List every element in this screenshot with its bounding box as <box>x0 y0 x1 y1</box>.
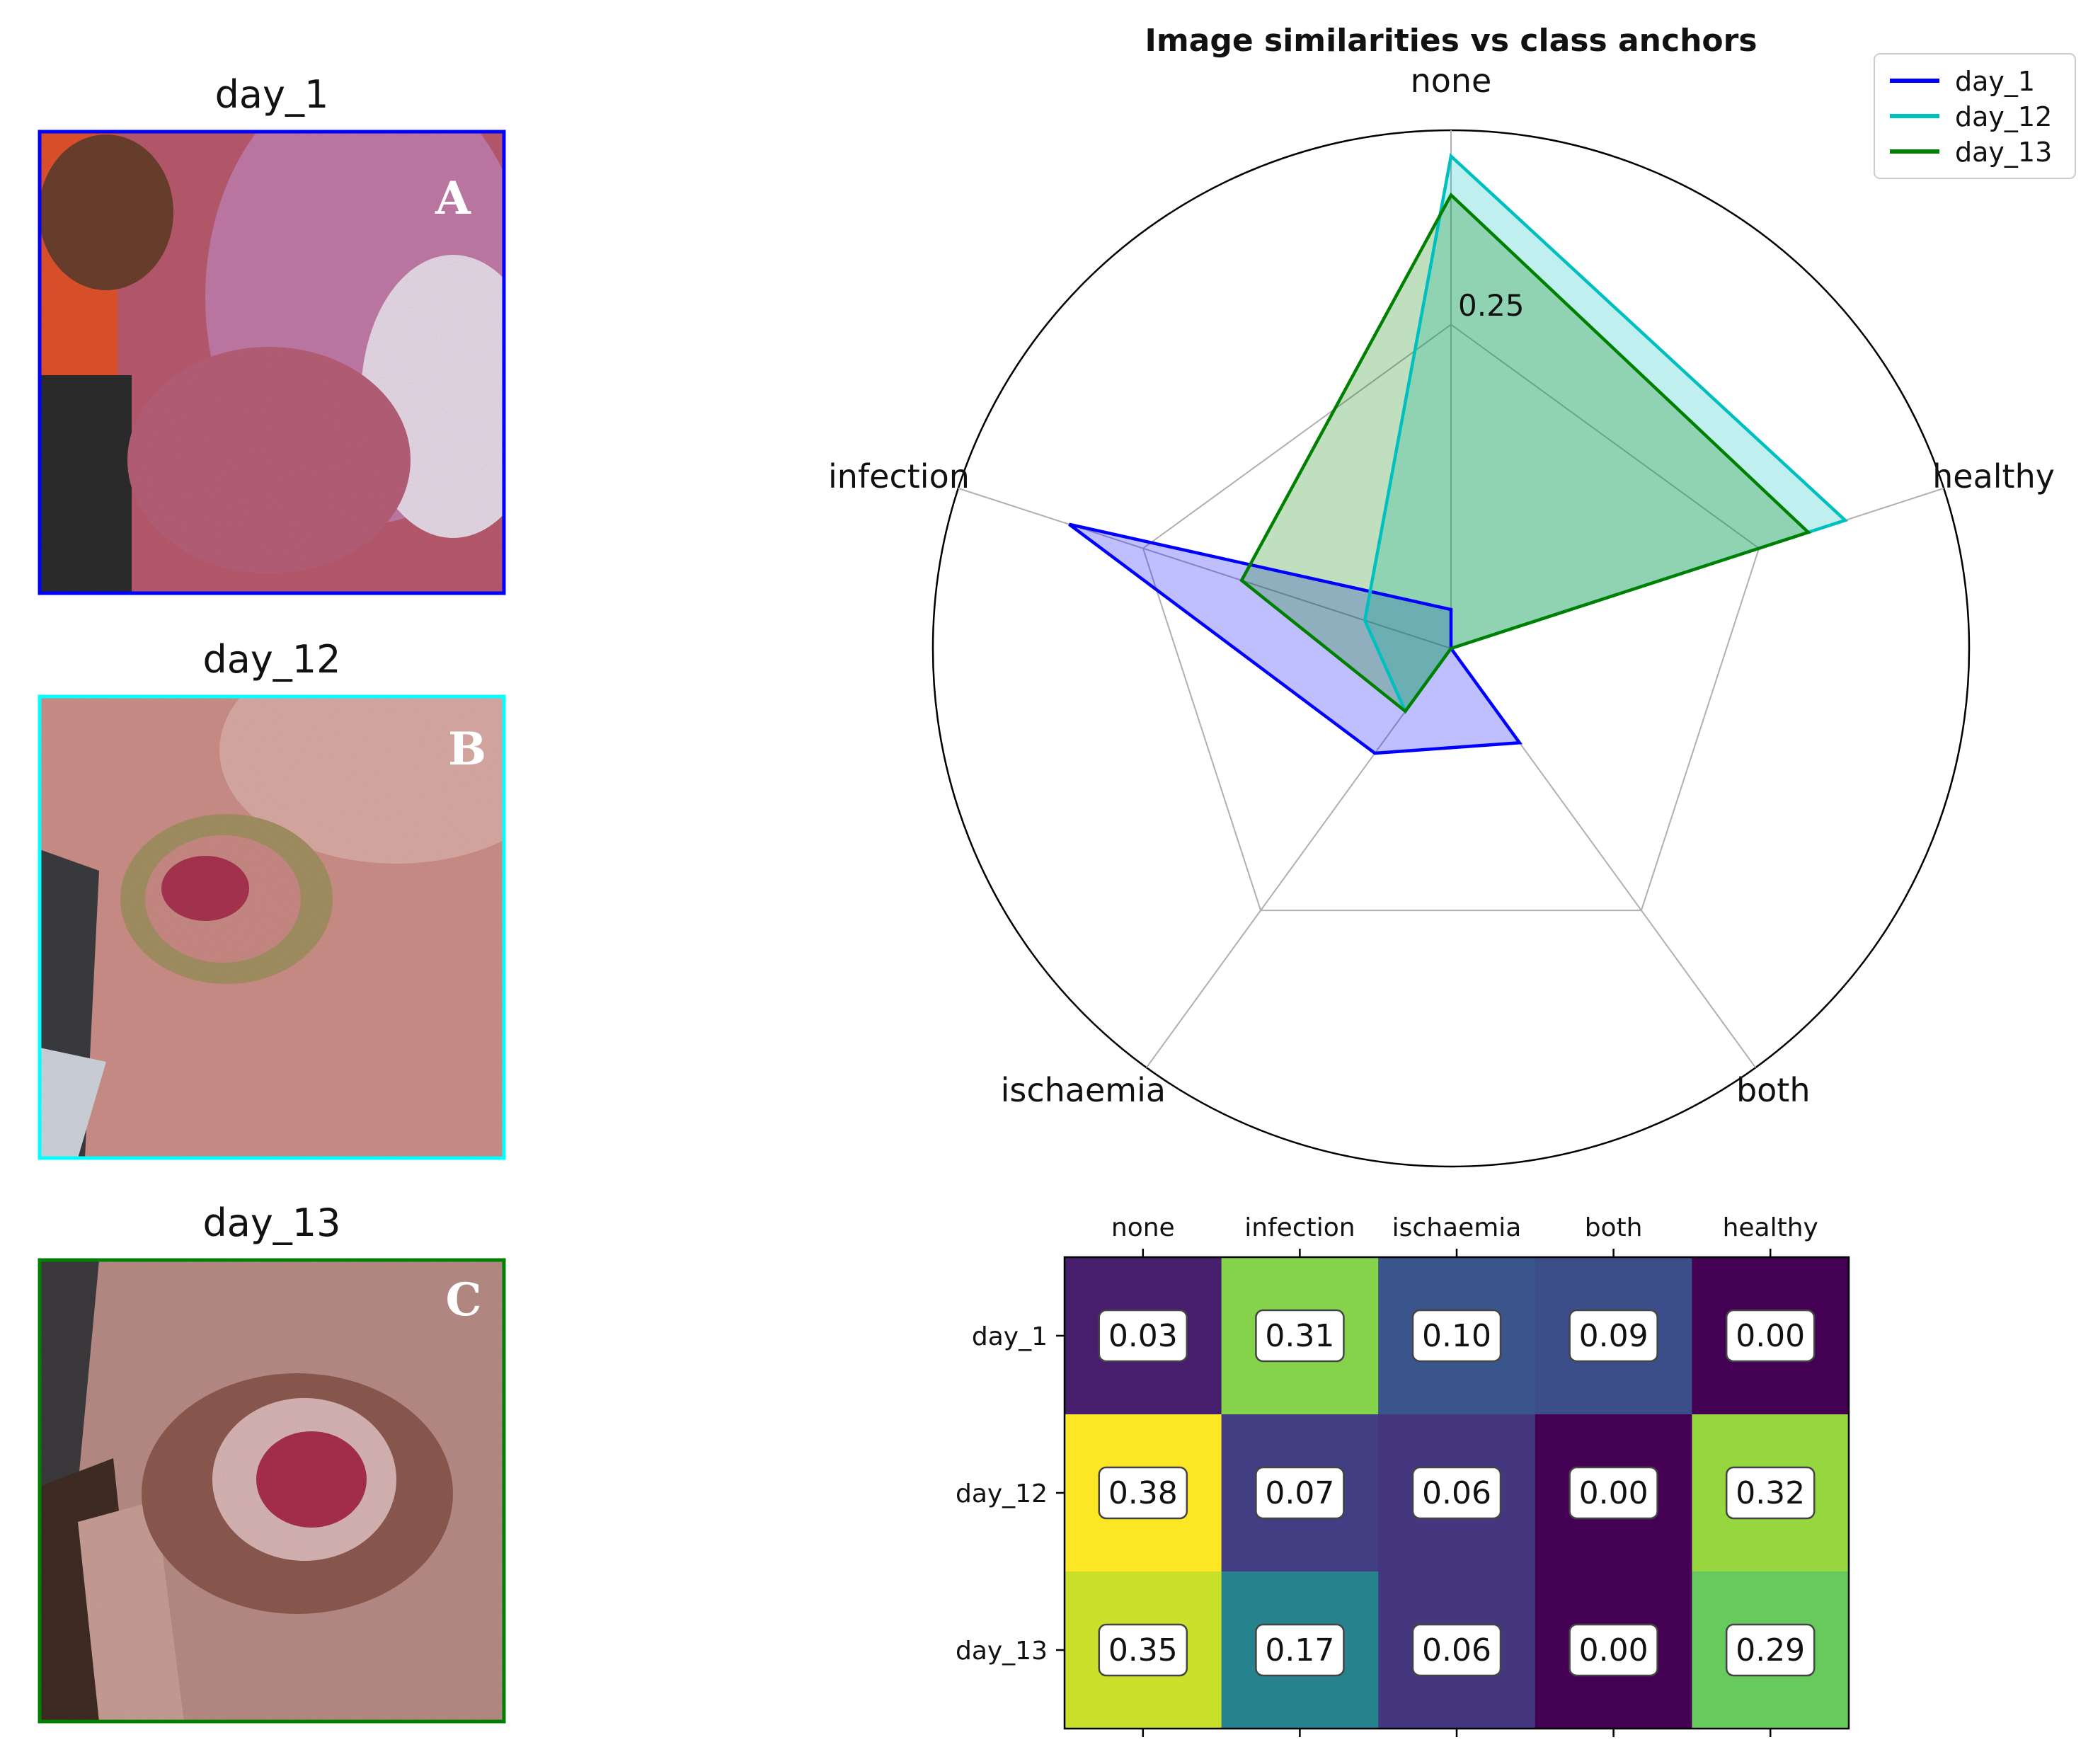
panel-c-title: day_13 <box>202 1201 340 1245</box>
radar-chart: Image similarities vs class anchors none… <box>828 23 2055 1168</box>
radar-axis-label-ischaemia: ischaemia <box>1001 1071 1166 1109</box>
heatmap-value-label: 0.06 <box>1422 1475 1491 1511</box>
heatmap-row-label-day_13: day_13 <box>956 1637 1048 1666</box>
radar-fill-day_1 <box>1069 524 1520 754</box>
heatmap-column-label-infection: infection <box>1244 1213 1355 1242</box>
panel-b-border <box>38 694 506 1160</box>
panel-c: day_13 C <box>38 1201 506 1724</box>
radar-spoke-ischaemia <box>1145 648 1452 1068</box>
radar-axis-label-healthy: healthy <box>1932 457 2055 496</box>
heatmap-value-label: 0.17 <box>1265 1632 1334 1668</box>
panel-a-title: day_1 <box>215 72 329 117</box>
legend-label-day-1: day_1 <box>1955 66 2035 97</box>
heatmap-value-box <box>1725 1623 1816 1677</box>
heatmap-value-label: 0.06 <box>1422 1632 1491 1668</box>
radar-fill-day_12 <box>1365 156 1845 711</box>
legend-label-day-12: day_12 <box>1955 101 2052 132</box>
heatmap-value-label: 0.07 <box>1265 1475 1334 1511</box>
heatmap-value-box <box>1411 1309 1502 1363</box>
heatmap-value-box <box>1255 1623 1345 1677</box>
panel-a-letter: A <box>435 172 471 225</box>
radar-spoke-infection <box>958 487 1452 649</box>
panel-b-letter: B <box>448 723 486 776</box>
radar-labels: none healthy both ischaemia infection <box>828 62 2055 1109</box>
wound-photo-day-12 <box>40 697 504 1158</box>
panel-a: day_1 A <box>38 72 506 595</box>
heatmap-value-label: 0.32 <box>1736 1475 1805 1511</box>
heatmap-value-label: 0.38 <box>1108 1475 1178 1511</box>
legend: day_1 day_12 day_13 <box>1874 53 2076 179</box>
heatmap-ticks: none infection ischaemia both healthy day_1da… <box>956 1213 1818 1737</box>
heatmap-column-label-healthy: healthy <box>1723 1213 1818 1242</box>
heatmap-value-label: 0.29 <box>1736 1632 1805 1668</box>
heatmap-value-box <box>1411 1623 1502 1677</box>
heatmap-cells: 0.03 0.31 0.10 0.09 0.00 0.38 0.07 0.06 0.00 0.32… <box>1065 1257 1850 1729</box>
radar-r-tick-label: 0.25 <box>1458 288 1525 323</box>
legend-label-day-13: day_13 <box>1955 137 2052 168</box>
heatmap-column-label-both: both <box>1585 1213 1643 1242</box>
wound-photo-day-13 <box>40 1260 504 1722</box>
heatmap-value-box <box>1569 1623 1658 1677</box>
heatmap-value-label: 0.09 <box>1579 1318 1648 1354</box>
heatmap-value-box <box>1098 1623 1188 1677</box>
heatmap-column-label-ischaemia: ischaemia <box>1392 1213 1522 1242</box>
heatmap-value-box <box>1098 1466 1188 1520</box>
heatmap-value-box <box>1569 1466 1658 1520</box>
panel-a-border <box>38 130 506 595</box>
heatmap-value-box <box>1255 1466 1345 1520</box>
heatmap-value-box <box>1098 1309 1188 1363</box>
heatmap-value-label: 0.10 <box>1422 1318 1491 1354</box>
heatmap-value-box <box>1569 1309 1658 1363</box>
heatmap-column-label-none: none <box>1111 1213 1175 1242</box>
heatmap-value-label: 0.00 <box>1579 1632 1648 1668</box>
panel-c-border <box>38 1258 506 1724</box>
heatmap-value-label: 0.35 <box>1108 1632 1178 1668</box>
radar-line-day_13 <box>1239 192 1812 714</box>
wound-photo-day-1 <box>40 132 504 593</box>
heatmap-value-box <box>1411 1466 1502 1520</box>
radar-grid-ring-0 <box>1142 323 1760 912</box>
radar-fill-day_13 <box>1242 195 1808 711</box>
heatmap-value-label: 0.00 <box>1579 1475 1648 1511</box>
heatmap-row-label-day_12: day_12 <box>956 1479 1048 1508</box>
heatmap-value-label: 0.00 <box>1736 1318 1805 1354</box>
panel-c-letter: C <box>446 1273 482 1327</box>
radar-axis-label-both: both <box>1736 1071 1811 1109</box>
heatmap-value-box <box>1725 1309 1816 1363</box>
heatmap-value-label: 0.03 <box>1108 1318 1178 1354</box>
heatmap-value-box <box>1255 1309 1345 1363</box>
heatmap-chart: 0.03 0.31 0.10 0.09 0.00 0.38 0.07 0.06 0.00 0.32… <box>956 1213 1850 1737</box>
radar-series <box>1068 153 1849 755</box>
heatmap-value-label: 0.31 <box>1265 1318 1334 1354</box>
radar-title: Image similarities vs class anchors <box>1145 23 1757 59</box>
legend-frame <box>1874 53 2076 179</box>
panel-b-title: day_12 <box>202 637 340 682</box>
heatmap-row-label-day_1: day_1 <box>972 1322 1048 1351</box>
panel-b: day_12 B <box>38 637 506 1160</box>
radar-axis-label-infection: infection <box>828 457 970 496</box>
heatmap-value-box <box>1725 1466 1816 1520</box>
radar-axis-label-none: none <box>1411 62 1492 100</box>
radar-line-day_1 <box>1068 522 1523 755</box>
